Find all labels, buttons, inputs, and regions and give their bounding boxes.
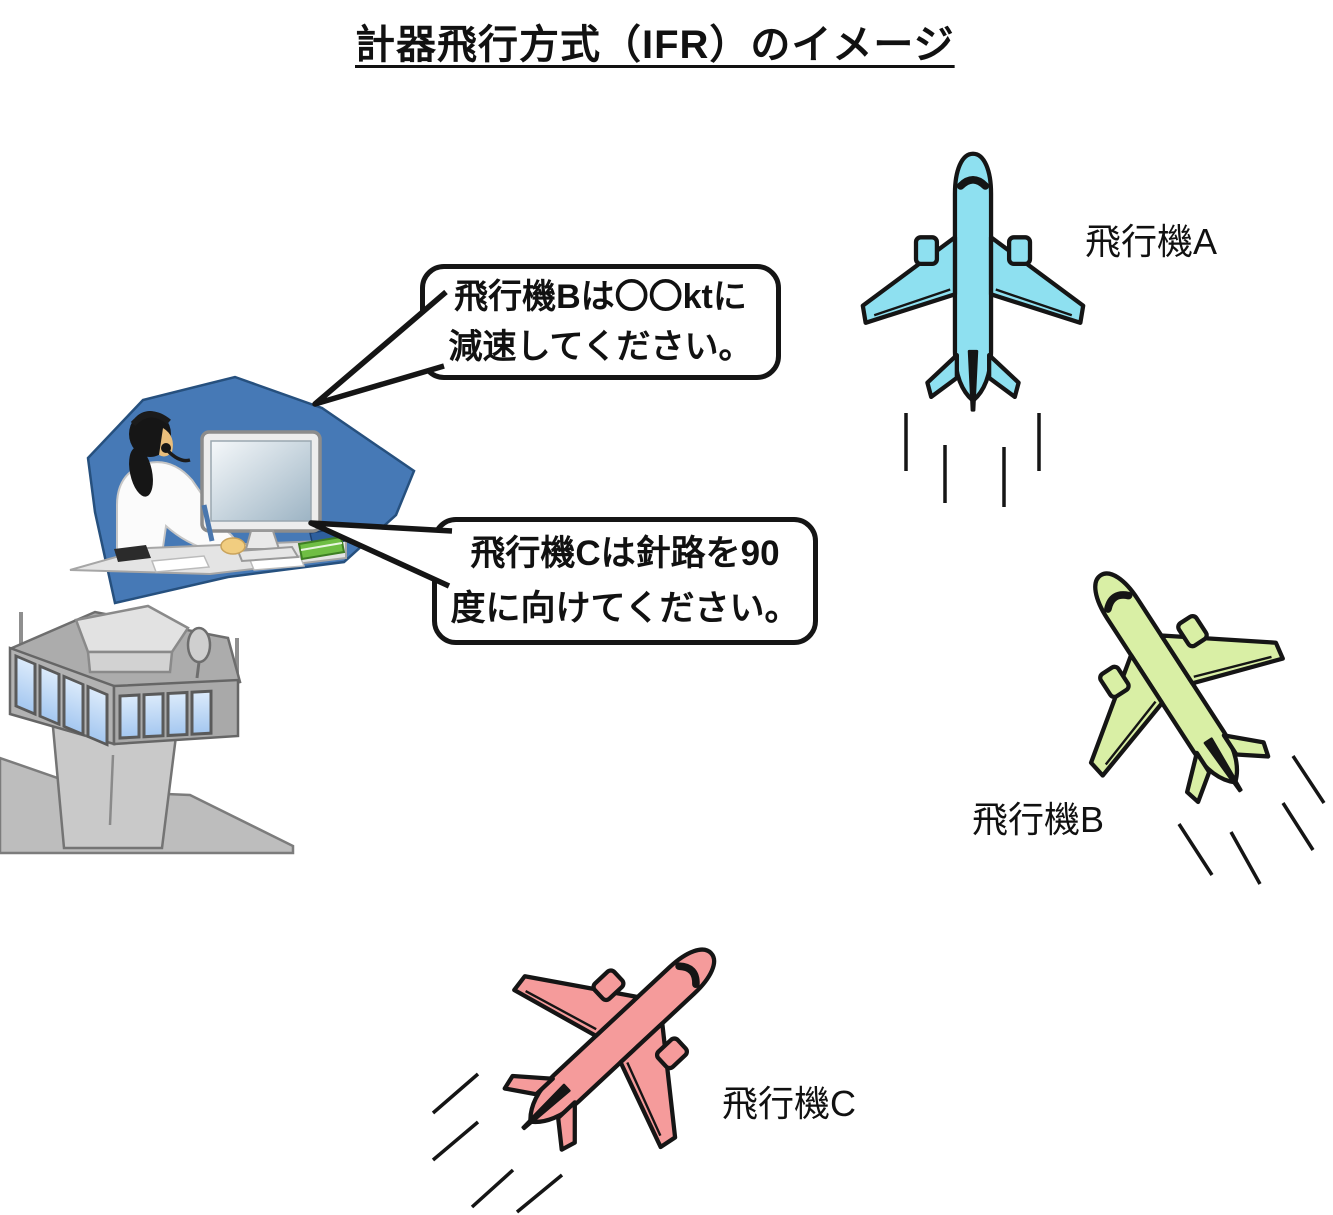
headset-earcup-icon — [161, 443, 171, 453]
speed-lines-aircraft-c — [431, 1072, 564, 1214]
control-tower — [0, 604, 295, 855]
aircraft-a — [863, 154, 1083, 411]
speech-bubble-b-text: 飛行機Bは〇〇ktに 減速してください。 — [448, 278, 753, 366]
headset-band-icon — [130, 411, 171, 427]
dish-stem — [195, 661, 201, 679]
aircraft-c-label: 飛行機C — [722, 1083, 856, 1124]
trunk-seam — [108, 754, 115, 826]
monitor-base — [236, 545, 300, 563]
tower-windows-right — [118, 689, 213, 740]
speech-bubble-aircraft-b: 飛行機Bは〇〇ktに 減速してください。 — [420, 264, 781, 380]
keyboard-icon — [114, 545, 151, 562]
monitor-screen — [210, 440, 312, 522]
speech-bubble-c-text: 飛行機Cは針路を90 度に向けてください。 — [450, 534, 800, 628]
aircraft-c — [448, 873, 786, 1209]
paper-sheet — [150, 555, 211, 573]
speed-lines-aircraft-a — [904, 413, 1041, 507]
penthouse-roof — [74, 604, 190, 654]
speed-lines-aircraft-b — [1177, 755, 1326, 885]
headset-mic-icon — [166, 449, 191, 463]
aircraft-b-label: 飛行機B — [972, 799, 1105, 840]
controller-hand — [220, 537, 246, 555]
pen — [201, 504, 215, 542]
satellite-dish-icon — [186, 626, 212, 664]
controller-ponytail — [129, 447, 153, 497]
aircraft-a-label: 飛行機A — [1085, 221, 1218, 262]
controller-scene — [69, 375, 416, 605]
speech-bubble-aircraft-c: 飛行機Cは針路を90 度に向けてください。 — [432, 517, 818, 645]
diagram-title: 計器飛行方式（IFR）のイメージ — [355, 23, 955, 67]
penthouse-front — [86, 650, 174, 674]
monitor-stand — [244, 530, 281, 550]
tower-windows-left — [14, 653, 109, 747]
